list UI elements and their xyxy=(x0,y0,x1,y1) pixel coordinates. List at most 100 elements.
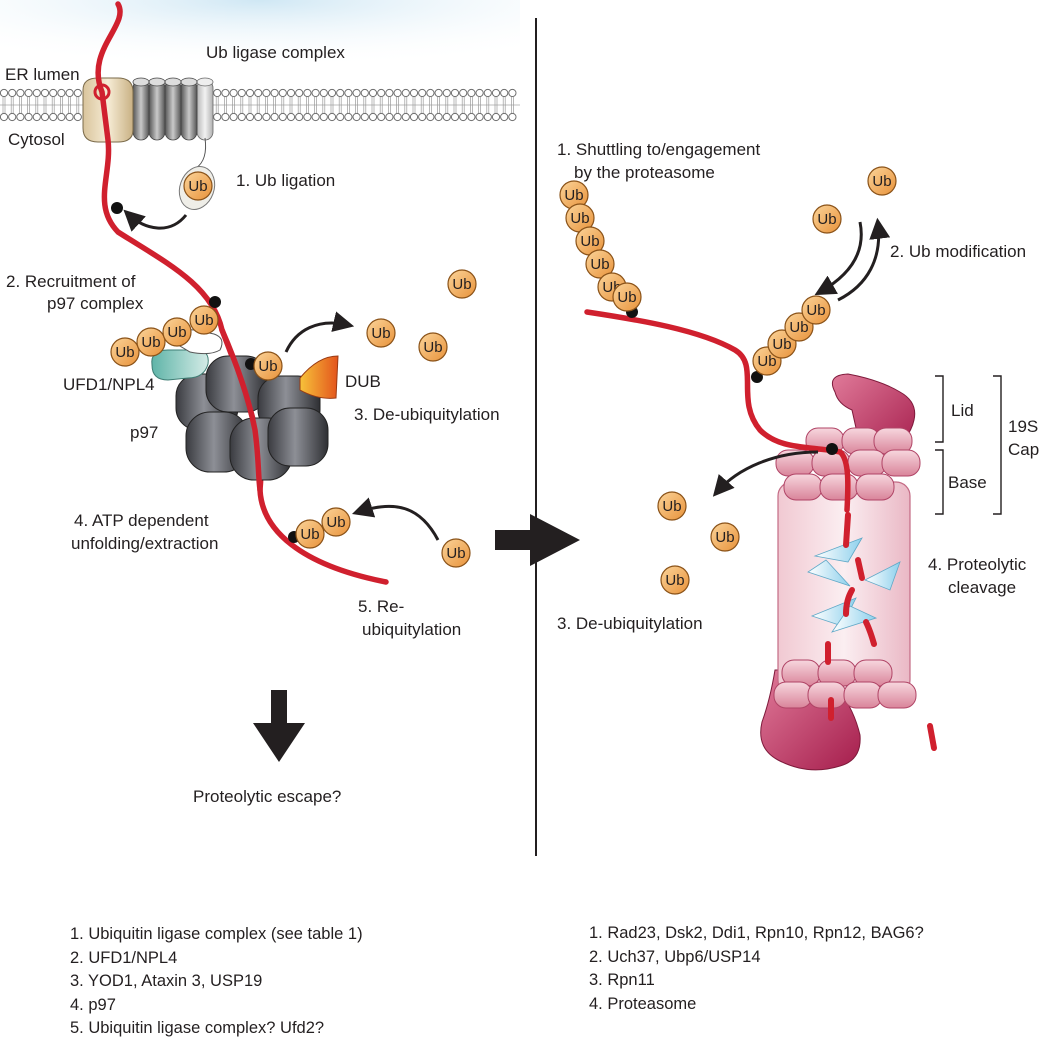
ubiquitin-moiety: Ub xyxy=(447,269,477,299)
ubiquitin-circle xyxy=(441,538,471,568)
legend-left-item: 4. p97 xyxy=(70,995,116,1014)
lipid-head xyxy=(475,88,484,98)
lipid-head xyxy=(401,112,410,122)
lipid-head xyxy=(418,112,427,122)
ubiquitin-label: Ub xyxy=(715,529,734,546)
lipid-head xyxy=(409,112,419,122)
lipid-head xyxy=(442,112,451,122)
lipid-head xyxy=(49,112,58,122)
lipid-head xyxy=(65,88,74,98)
lipid-head xyxy=(221,112,230,122)
lipid-head xyxy=(327,88,337,98)
proteasome-subunit xyxy=(855,473,895,501)
ub-ligation-arrow xyxy=(123,209,188,232)
ubiquitin-label: Ub xyxy=(665,572,684,589)
lipid-head xyxy=(426,112,435,122)
lipid-head xyxy=(237,112,246,122)
r-step4-line1: 4. Proteolytic xyxy=(928,555,1027,574)
ubiquitin-moiety: Ub xyxy=(575,226,605,256)
ubiquitin-label: Ub xyxy=(590,256,609,273)
lipid-head xyxy=(73,112,82,122)
lipid-head xyxy=(483,88,492,98)
ubiquitin-label: Ub xyxy=(662,498,681,515)
lipid-head xyxy=(245,88,255,98)
lipid-head xyxy=(336,112,345,122)
proteolytic-sites xyxy=(807,537,901,633)
legend-left-item: 2. UFD1/NPL4 xyxy=(70,948,178,967)
lipid-head xyxy=(65,112,74,122)
ubiquitin-circle xyxy=(612,282,642,312)
step5-label-line2: ubiquitylation xyxy=(362,620,461,639)
ubiquitin-moiety: Ub xyxy=(867,166,897,196)
ubiquitin-circle xyxy=(183,171,213,201)
ubiquitin-circle xyxy=(801,295,831,325)
ubiquitin-label: Ub xyxy=(872,173,891,190)
lipid-head xyxy=(500,88,509,98)
lipid-head xyxy=(344,88,353,98)
lipid-head xyxy=(360,88,369,98)
ubiquitin-moiety: Ub xyxy=(612,282,642,312)
ubiquitin-label: Ub xyxy=(580,233,599,250)
ubiquitin-label: Ub xyxy=(789,319,808,336)
lipid-head xyxy=(286,88,296,98)
ufd1-npl4-complex xyxy=(151,349,209,381)
cap-label-line2: Cap xyxy=(1008,440,1039,459)
ub-ligase-label: Ub ligase complex xyxy=(206,43,345,62)
ubiquitin-circle xyxy=(447,269,477,299)
proteasome-subunit xyxy=(819,473,859,501)
lipid-head xyxy=(393,88,402,98)
ubiquitin-circle xyxy=(657,491,687,521)
lipid-head xyxy=(311,88,320,98)
base-label: Base xyxy=(948,473,987,492)
lipid-head xyxy=(401,88,410,98)
substrate-loop xyxy=(93,83,111,101)
lipid-head xyxy=(368,88,378,98)
lipid-head xyxy=(221,88,230,98)
ubiquitin-circle xyxy=(812,204,842,234)
lipid-head xyxy=(32,112,41,122)
ubiquitin-label: Ub xyxy=(371,325,390,342)
ub-site-dot xyxy=(751,371,763,383)
legend-left-item: 5. Ubiquitin ligase complex? Ufd2? xyxy=(70,1019,325,1037)
lipid-head xyxy=(49,88,58,98)
legend-right: 1. Rad23, Dsk2, Ddi1, Rpn10, Rpn12, BAG6… xyxy=(589,922,924,1016)
ubiquitin-circle xyxy=(366,318,396,348)
legend-right-item: 1. Rad23, Dsk2, Ddi1, Rpn10, Rpn12, BAG6… xyxy=(589,924,924,942)
proteasome-subunit xyxy=(843,681,883,709)
proteasome-substrate xyxy=(584,309,851,513)
r-step2-label: 2. Ub modification xyxy=(890,242,1026,261)
substrate-through-p97 xyxy=(219,327,263,493)
escape-arrow xyxy=(253,690,305,762)
er-lumen-region xyxy=(0,0,520,85)
dub-enzyme xyxy=(299,355,339,399)
lipid-head xyxy=(32,88,41,98)
ubiquitin-moiety: Ub xyxy=(565,203,595,233)
lipid-head xyxy=(16,112,25,122)
ubiquitin-moiety: Ub xyxy=(321,507,351,537)
ubiquitin-label: Ub xyxy=(772,336,791,353)
ubiquitin-label: Ub xyxy=(817,211,836,228)
proteasome-subunit xyxy=(773,681,813,709)
ubiquitin-label: Ub xyxy=(258,358,277,375)
lipid-head xyxy=(434,88,443,98)
ubiquitin-moiety: Ub xyxy=(253,351,283,381)
ubiquitin-label: Ub xyxy=(167,324,186,341)
lipid-head xyxy=(508,112,517,122)
lipid-head xyxy=(352,112,361,122)
lipid-head xyxy=(483,112,492,122)
ubiquitin-circle xyxy=(136,327,166,357)
ub-site-dot xyxy=(826,443,838,455)
cytosol-label: Cytosol xyxy=(8,130,65,149)
lipid-head xyxy=(0,112,9,122)
step1-label: 1. Ub ligation xyxy=(236,171,335,190)
legend-left-item: 1. Ubiquitin ligase complex (see table 1… xyxy=(70,925,363,943)
er-lumen-label: ER lumen xyxy=(5,65,80,84)
lipid-head xyxy=(459,88,468,98)
lipid-head xyxy=(459,112,468,122)
lipid-head xyxy=(409,88,419,98)
ubiquitin-label: Ub xyxy=(300,526,319,543)
legend-right-item: 3. Rpn11 xyxy=(589,971,655,989)
lipid-head xyxy=(500,112,509,122)
dub-label: DUB xyxy=(345,372,381,391)
